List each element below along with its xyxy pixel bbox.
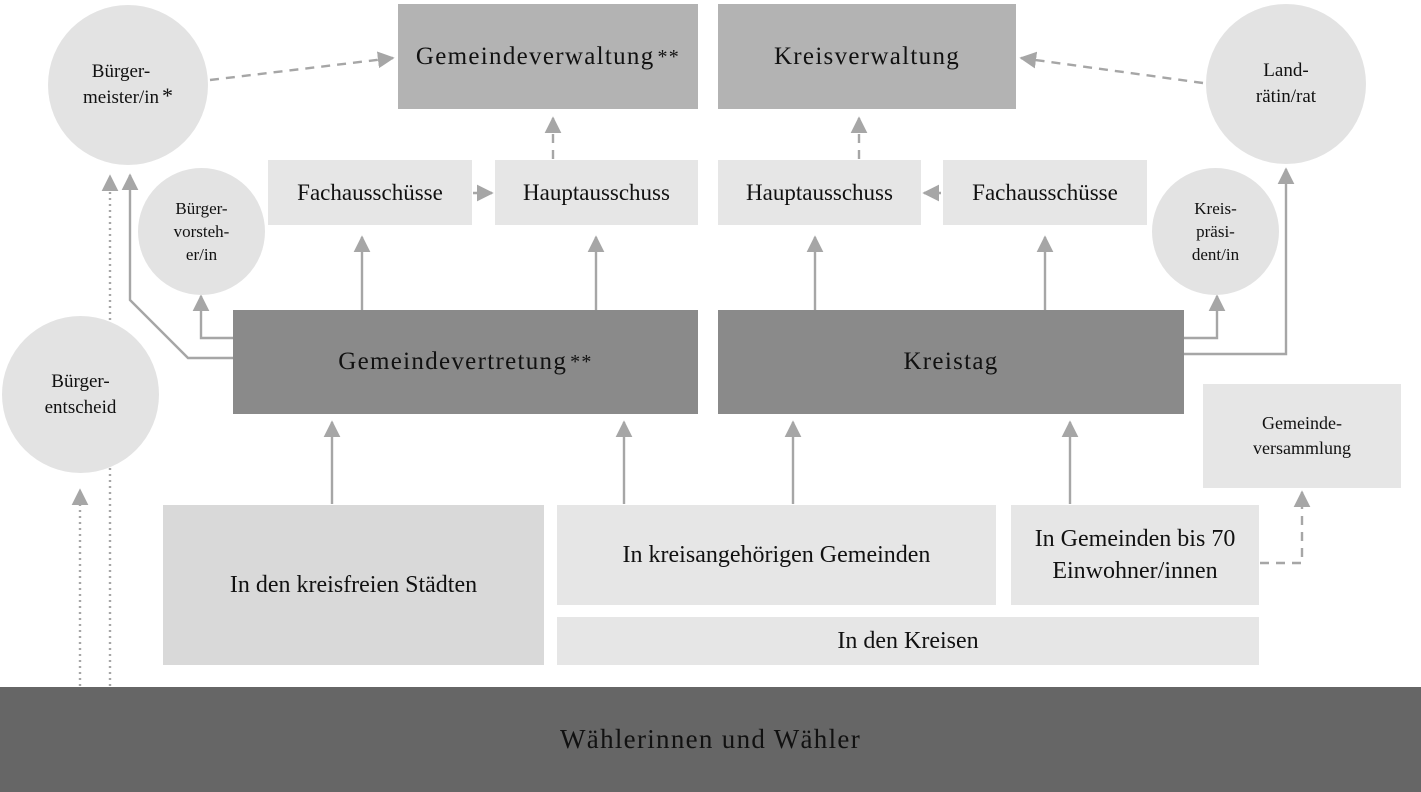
- buergerentscheid-circle: Bürger- entscheid: [2, 316, 159, 473]
- hauptausschuss-gemeinde-label: Hauptausschuss: [523, 179, 670, 205]
- buergerentscheid-label: Bürger- entscheid: [44, 370, 117, 418]
- gemeindeverwaltung-label: Gemeindeverwaltung: [415, 42, 655, 70]
- kreisangehoerige-gemeinden-box: In kreisangehörigen Gemeinden: [557, 505, 996, 605]
- gemeindevertretung-label: Gemeindevertretung: [338, 348, 568, 375]
- kreispraesident-circle: Kreis- präsi- dent/in: [1152, 168, 1279, 295]
- waehler-label: Wählerinnen und Wähler: [560, 724, 861, 754]
- gemeindevertretung-mark: **: [570, 351, 593, 373]
- arrow-kt-to-landraetin: [1184, 167, 1295, 356]
- buergervorsteher-circle: Bürger- vorsteh- er/in: [138, 168, 265, 295]
- dashed-arrows: [209, 51, 1311, 565]
- hauptausschuss-gemeinde-box: Hauptausschuss: [495, 160, 698, 225]
- gemeindevertretung-box: Gemeindevertretung**: [233, 310, 698, 414]
- buergermeister-label: Bürger- meister/in: [83, 61, 159, 108]
- kreistag-box: Kreistag: [718, 310, 1184, 414]
- kreisangehoerige-gemeinden-label: In kreisangehörigen Gemeinden: [622, 541, 931, 568]
- dotted-arrows: [71, 174, 119, 686]
- hauptausschuss-kreis-box: Hauptausschuss: [718, 160, 921, 225]
- arrow-kt-to-kreispraesident: [1184, 294, 1226, 340]
- solid-arrows: [121, 167, 1295, 504]
- kreisfreie-staedte-label: In den kreisfreien Städten: [229, 571, 478, 598]
- landraetin-circle: Land- rätin/rat: [1206, 4, 1366, 164]
- buergermeister-mark: *: [161, 83, 173, 108]
- buergermeister-circle: Bürger- meister/in*: [48, 5, 208, 165]
- arrow-buergermeister-to-gemeindeverwaltung: [209, 51, 395, 82]
- gemeindeversammlung-label: Gemeinde- versammlung: [1253, 413, 1351, 458]
- gemeindeverwaltung-box: Gemeindeverwaltung**: [398, 4, 698, 109]
- kreisverwaltung-box: Kreisverwaltung: [718, 4, 1016, 109]
- fachausschuesse-gemeinde-box: Fachausschüsse: [268, 160, 472, 225]
- arrow-kleine-to-gemeindeversammlung: [1260, 490, 1311, 565]
- waehler-bar: Wählerinnen und Wähler: [0, 687, 1421, 792]
- landraetin-label: Land- rätin/rat: [1255, 60, 1317, 107]
- kreisfreie-staedte-box: In den kreisfreien Städten: [163, 505, 544, 665]
- arrow-landraetin-to-kreisverwaltung: [1019, 51, 1204, 85]
- fachausschuesse-gemeinde-label: Fachausschüsse: [297, 179, 443, 205]
- arrow-gv-to-buergermeister: [121, 173, 233, 360]
- arrow-gv-to-buergervorsteher: [192, 294, 233, 340]
- kleine-gemeinden-label: In Gemeinden bis 70 Einwohner/innen: [1034, 526, 1236, 584]
- kreispraesident-label: Kreis- präsi- dent/in: [1191, 199, 1240, 264]
- kreisverwaltung-label: Kreisverwaltung: [773, 42, 961, 70]
- hauptausschuss-kreis-label: Hauptausschuss: [746, 179, 893, 205]
- buergervorsteher-label: Bürger- vorsteh- er/in: [173, 199, 230, 264]
- gemeindeversammlung-box: Gemeinde- versammlung: [1203, 384, 1401, 488]
- kreistag-label: Kreistag: [903, 348, 999, 375]
- gemeindeverwaltung-mark: **: [657, 45, 681, 68]
- kleine-gemeinden-box: In Gemeinden bis 70 Einwohner/innen: [1011, 505, 1259, 605]
- kreise-label: In den Kreisen: [837, 627, 979, 654]
- fachausschuesse-kreis-box: Fachausschüsse: [943, 160, 1147, 225]
- fachausschuesse-kreis-label: Fachausschüsse: [972, 179, 1118, 205]
- kreise-box: In den Kreisen: [557, 617, 1259, 665]
